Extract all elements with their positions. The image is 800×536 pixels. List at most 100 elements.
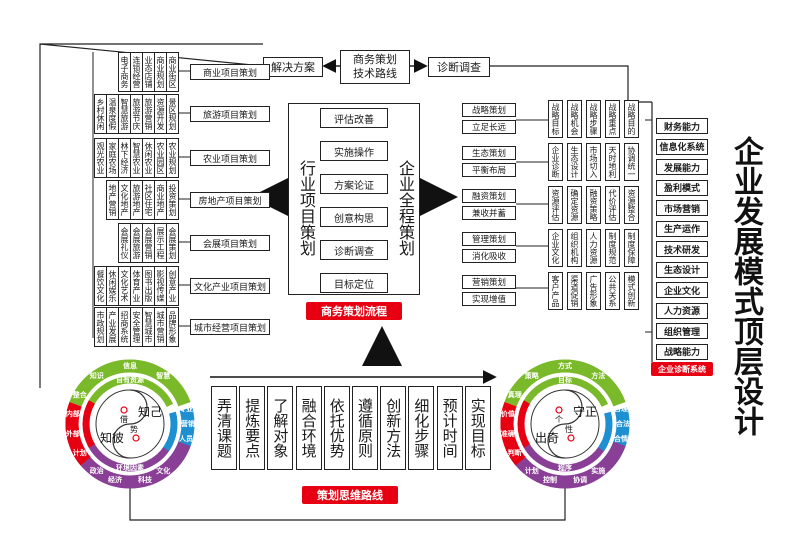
project-cell-text: 品牌形象 (168, 311, 177, 343)
ring-right-label: 合法 (616, 419, 630, 428)
thinking-step: 弄清课题 (211, 386, 237, 470)
ring-top-label: 方法 (591, 372, 606, 381)
plan-cell: 天时地利 (605, 143, 620, 181)
project-cell-text: 投资策划 (168, 184, 177, 216)
project-cell-text: 资源开发 (156, 98, 165, 130)
ability-item: 战略能力 (656, 343, 708, 360)
project-cell: 产业发展 (106, 307, 119, 347)
plan-cell: 渠道促销 (567, 272, 582, 310)
plan-subtitle: 消化吸收 (462, 249, 516, 263)
project-cell-text: 休闲农业 (144, 142, 153, 174)
plan-cell-text: 公共关系 (608, 275, 617, 307)
plan-cell-text: 制度保障 (627, 232, 636, 264)
project-cell-text: 农业园区 (156, 142, 165, 174)
project-cell-text: 温泉度假 (108, 98, 117, 130)
project-cell-text: 智慧旅游 (120, 98, 129, 130)
plan-cell: 公共关系 (605, 272, 620, 310)
ability-item: 企业文化 (656, 282, 708, 298)
ring-bottom2-label: 计划 (524, 467, 539, 476)
ring-right-label: 人员 (179, 434, 194, 443)
ring-top2-label: 自有资源 (116, 375, 144, 384)
thinking-step-text: 弄清课题 (215, 398, 233, 458)
plan-cell: 客户产品 (548, 272, 563, 310)
tech-route-line1: 商务策划 (353, 53, 397, 66)
project-cell-text: 城市营销 (156, 311, 165, 343)
solution-box: 解决方案 (263, 57, 323, 77)
plan-cell-text: 制度规范 (608, 232, 617, 264)
project-cell-text: 安全管理 (132, 311, 141, 343)
plan-cell: 资源评估 (548, 186, 563, 224)
thinking-step-text: 细化步骤 (412, 398, 431, 458)
tech-route-box: 商务策划 技术路线 (340, 50, 410, 84)
project-label: 旅游项目策划 (190, 106, 270, 122)
ability-item: 人力资源 (656, 302, 708, 319)
project-cell-text: 展示工程 (156, 227, 165, 259)
plan-cell-text: 战略重点 (608, 103, 617, 135)
plan-title: 营销策划 (462, 275, 516, 289)
ability-item: 组织管理 (656, 323, 708, 339)
project-cell-text: 会展旅游 (132, 227, 141, 259)
thinking-step: 创新方法 (380, 386, 407, 470)
diagnosis-label: 企业诊断系统 (651, 362, 713, 376)
process-step: 评估改善 (320, 108, 388, 128)
project-cell-text: 招商系统 (120, 311, 129, 343)
project-cell-text: 休闲娱乐 (108, 270, 117, 302)
thinking-step-text: 遵循原则 (356, 398, 374, 458)
plan-cell-text: 战略目的 (627, 103, 636, 135)
project-cell-text: 景区规划 (168, 98, 177, 130)
thinking-step-text: 了解对象 (271, 398, 290, 458)
ring-left-label: 价值 (500, 409, 515, 418)
circle-mid-2: 性 (565, 425, 573, 435)
ring-left-label: 准确 (500, 429, 515, 438)
plan-cell-text: 融资策略 (589, 189, 598, 221)
project-cell-text: 家庭农场 (108, 142, 117, 174)
plan-cell: 组织机构 (567, 229, 582, 267)
inner-bottom (86, 441, 174, 472)
project-cell-text: 社区住宅 (144, 184, 153, 216)
plan-cell-text: 企业文化 (551, 232, 560, 264)
project-cell-text: 商业街区 (168, 56, 177, 88)
project-cell: 商业规划 (154, 52, 167, 92)
circle-mid-2: 势 (130, 425, 138, 435)
ability-item: 发展能力 (656, 159, 708, 175)
thinking-step: 细化步骤 (408, 386, 435, 470)
process-label: 商务策划流程 (306, 302, 402, 320)
ring-top-label: 方式 (558, 361, 572, 370)
ring-top-label: 信息 (123, 361, 137, 370)
thinking-step-text: 融合环境 (299, 398, 318, 458)
taiji-dot (555, 406, 563, 414)
project-cell-text: 地产营销 (108, 184, 117, 216)
project-cell: 智慧农业 (130, 138, 143, 178)
ring-bottom2-label: 实施 (591, 467, 606, 476)
project-label: 农业项目策划 (190, 150, 270, 166)
ring-top2-label: 目标 (558, 375, 572, 384)
project-cell-text: 电子商务 (120, 56, 129, 88)
plan-title: 融资策划 (462, 189, 516, 203)
project-cell: 品牌形象 (166, 307, 179, 347)
plan-cell: 融资策略 (586, 186, 601, 224)
process-frame (288, 103, 420, 295)
project-cell: 农业规划 (166, 138, 179, 178)
project-cell-text: 旅游地产 (132, 184, 141, 216)
plan-cell-text: 组织机构 (570, 232, 579, 264)
plan-cell: 企业文化 (548, 229, 563, 267)
plan-cell: 战略重点 (605, 100, 620, 138)
plan-subtitle: 实现增值 (462, 292, 516, 306)
plan-cell-text: 模式创新 (627, 275, 636, 307)
plan-cell: 制度保障 (624, 229, 639, 267)
project-cell-text: 智慧城市 (144, 311, 153, 343)
plan-subtitle: 平衡布局 (462, 163, 516, 177)
ring-top-label: 智慧 (156, 372, 171, 381)
ring-left-label: 真理 (507, 390, 522, 399)
thinking-step: 了解对象 (267, 386, 294, 470)
plan-cell: 生态设计 (567, 143, 582, 181)
thinking-step: 实现目标 (464, 386, 491, 470)
industry-title: 行业项目策划 (297, 160, 316, 256)
circle-inner-bottom: 出奇 (534, 430, 559, 445)
ability-item: 盈利模式 (656, 179, 708, 196)
ring-top (69, 359, 191, 407)
plan-title: 战略策划 (462, 103, 516, 117)
circle-mid-1: 个 (555, 415, 563, 425)
project-cell-text: 旅游节庆 (132, 98, 141, 130)
ability-item: 生产运作 (656, 220, 708, 237)
